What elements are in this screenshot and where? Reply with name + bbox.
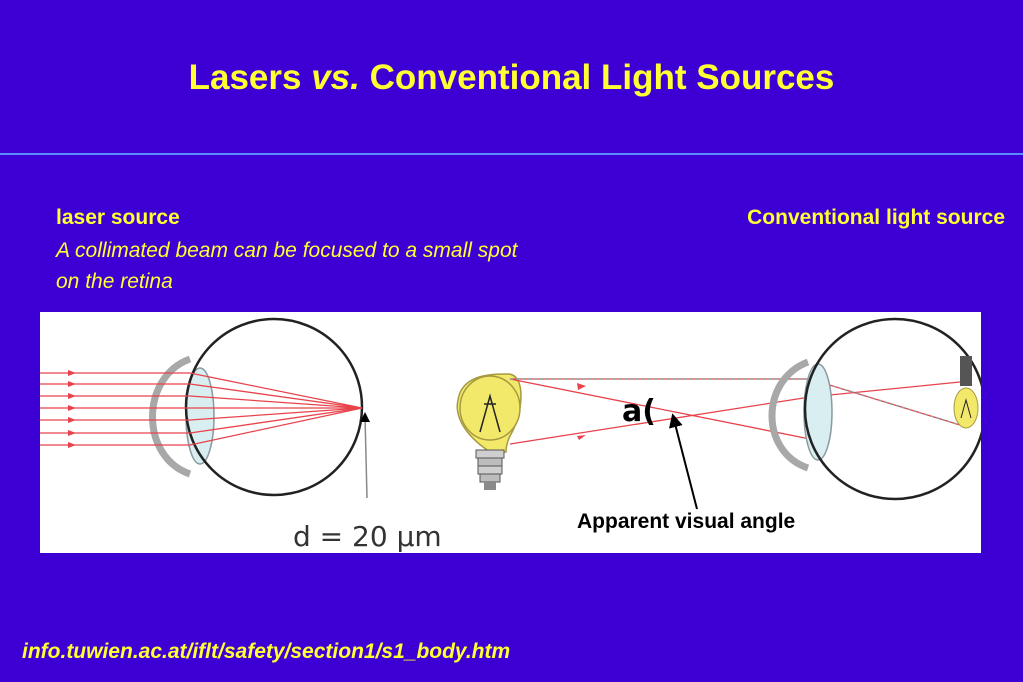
visual-angle-label: Apparent visual angle [577, 510, 795, 533]
laser-heading: laser source [56, 206, 180, 229]
conventional-ray-arrows [577, 383, 586, 440]
angle-symbol: a( [622, 394, 656, 429]
conventional-eye-group [768, 317, 987, 501]
diagram-panel: d = 20 µm a( [40, 312, 987, 553]
conventional-rays [509, 378, 961, 445]
angle-pointer [669, 413, 698, 510]
title-part-vs: vs. [311, 58, 360, 97]
slide-title: Lasers vs. Conventional Light Sources [0, 58, 1023, 98]
laser-eyeball [184, 317, 364, 497]
title-divider [0, 153, 1023, 155]
conventional-eye-lens [803, 363, 833, 461]
spot-size-label: d = 20 µm [293, 520, 442, 553]
conventional-heading: Conventional light source [747, 206, 1005, 229]
optics-diagram: d = 20 µm a( [40, 317, 987, 553]
spot-pointer-head [360, 412, 370, 422]
laser-eye-iris [149, 355, 192, 478]
retinal-image-bulb-icon [953, 356, 979, 429]
laser-description: A collimated beam can be focused to a sm… [56, 239, 518, 293]
spot-pointer [364, 415, 368, 499]
conventional-eye-iris [768, 358, 810, 472]
title-part-rest: Conventional Light Sources [359, 58, 835, 97]
conventional-dotted-lines [510, 378, 961, 426]
laser-ray-arrows [68, 370, 76, 448]
laser-rays [40, 372, 363, 446]
footer-url[interactable]: info.tuwien.ac.at/iflt/safety/section1/s… [22, 640, 511, 663]
laser-eye-group: d = 20 µm [40, 317, 442, 553]
light-bulb-icon [456, 373, 522, 490]
title-part-lasers: Lasers [188, 58, 312, 97]
